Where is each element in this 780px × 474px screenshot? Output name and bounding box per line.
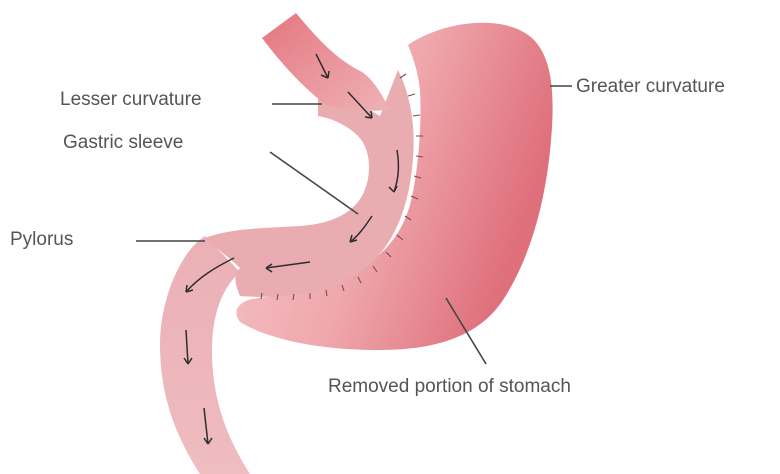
lesser-curvature-label: Lesser curvature <box>60 89 202 110</box>
gastric-sleeve-label: Gastric sleeve <box>63 132 183 153</box>
pylorus-label: Pylorus <box>10 229 73 250</box>
greater-curvature-label: Greater curvature <box>576 76 725 97</box>
gastric-sleeve-leader <box>270 152 358 214</box>
esophagus <box>262 13 390 111</box>
removed-portion-label: Removed portion of stomach <box>328 376 571 397</box>
